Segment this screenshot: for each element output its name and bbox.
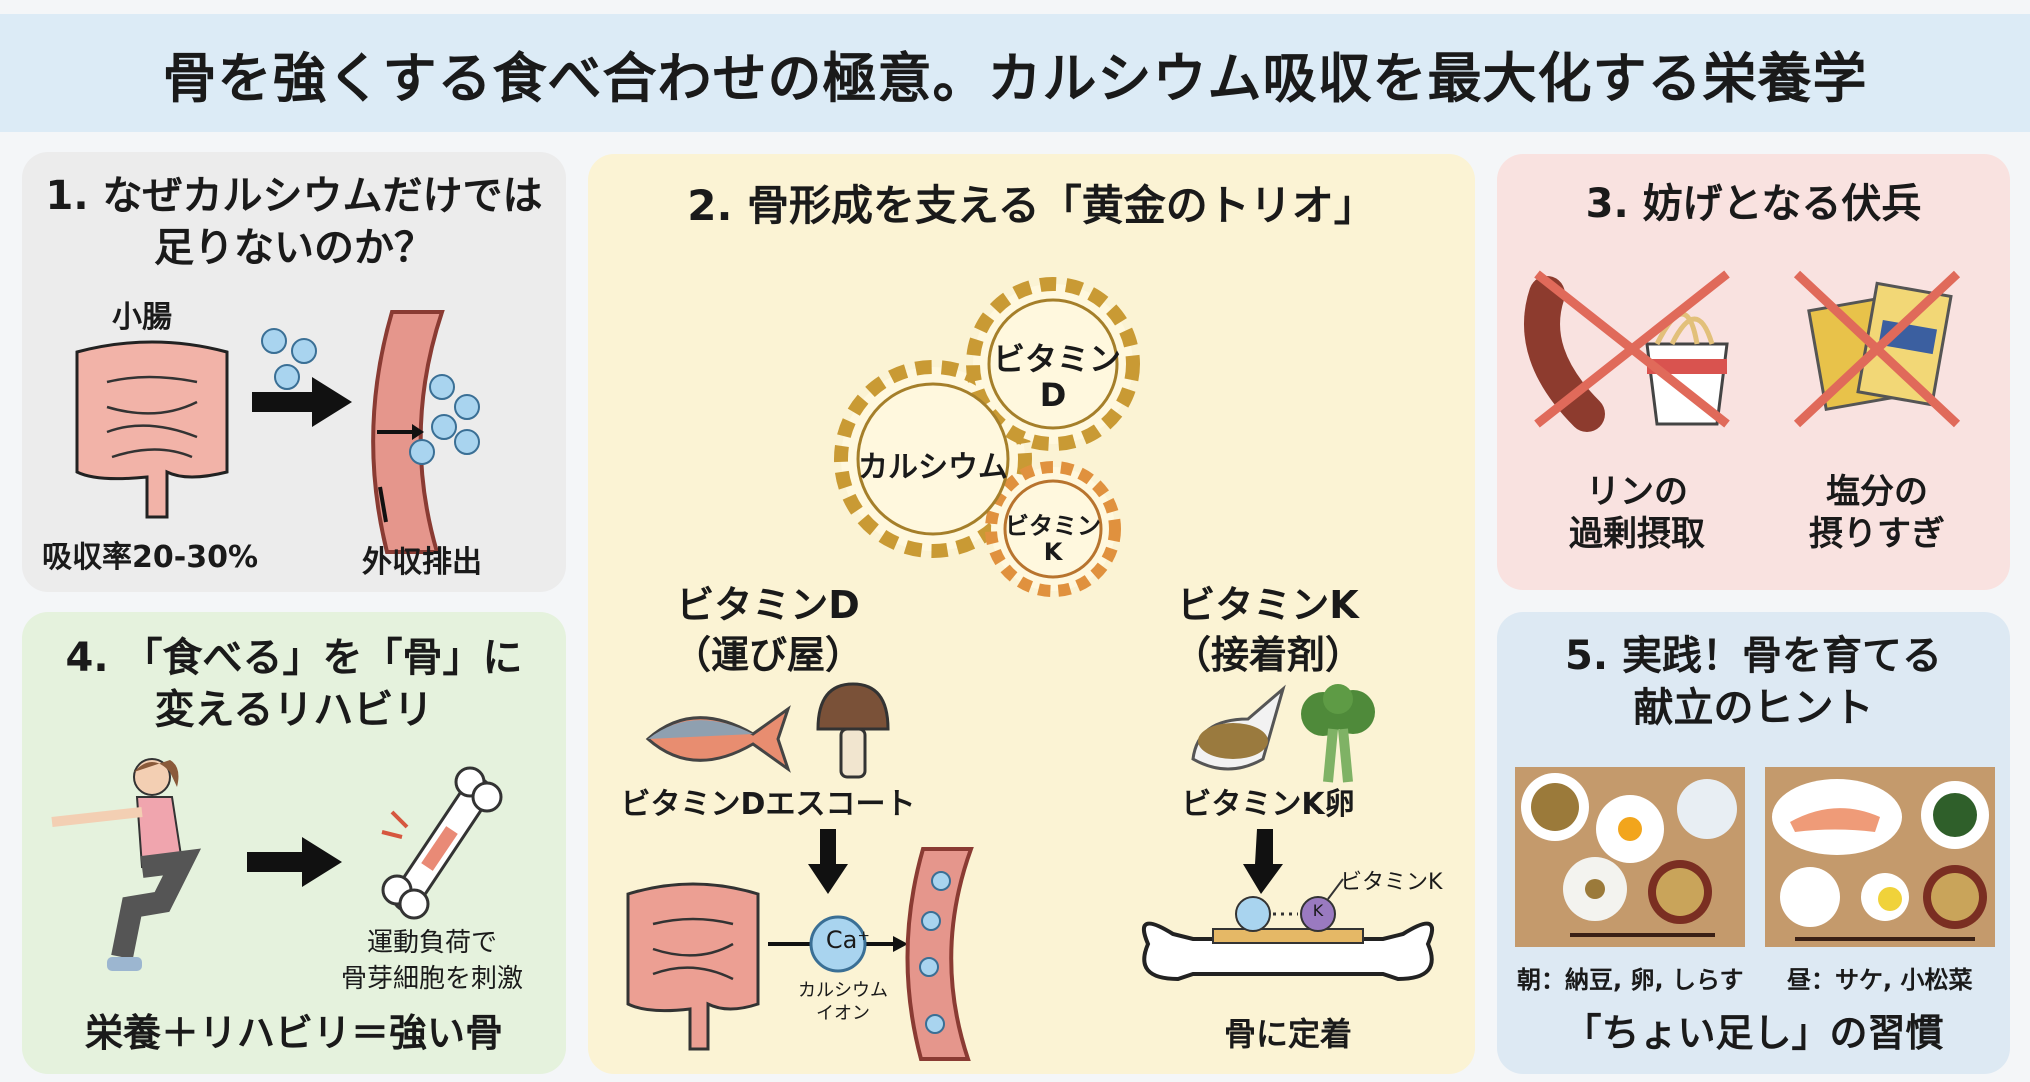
panel3-heading: 3. 妨げとなる伏兵: [1585, 181, 1922, 227]
intestine-icon: [626, 882, 760, 1051]
broccoli-icon: [1301, 684, 1375, 783]
panel1-heading-line2: 足りないのか？: [154, 225, 434, 271]
gear-vitd-line1: ビタミン: [993, 340, 1122, 378]
salt-line2: 摂りすぎ: [1809, 514, 1945, 554]
vitk-title: ビタミンK: [1177, 583, 1359, 627]
breakfast-caption: 朝：納豆, 卵, しらす: [1517, 966, 1744, 994]
panel1-heading-line1: 1. なぜカルシウムだけでは: [45, 173, 543, 219]
gear-vitk-line2: K: [1043, 538, 1063, 566]
sausage-noodle-crossed-icon: [1524, 270, 1730, 432]
gear-calcium-label: カルシウム: [858, 450, 1008, 485]
title-bar: 骨を強くする食べ合わせの極意。カルシウム吸収を最大化する栄養学: [0, 14, 2030, 132]
bone-label: 骨に定着: [1223, 1015, 1352, 1053]
arrow-down-icon: [1243, 829, 1283, 894]
salmon-icon: [645, 705, 791, 773]
panel-hidden-enemies: 3. 妨げとなる伏兵 リンの 過剰摂取 塩分の 摂りすぎ: [1497, 154, 2010, 590]
habit-caption: 「ちょい足し」の習慣: [1563, 1011, 1944, 1055]
excretion-label: 外収排出: [362, 545, 482, 580]
panel4-heading-line2: 変えるリハビリ: [154, 687, 434, 733]
phosphorus-line2: 過剰摂取: [1569, 514, 1705, 554]
vitd-title: ビタミンD: [676, 583, 860, 627]
gear-vitd-line2: D: [1039, 376, 1067, 414]
intestine-label: 小腸: [112, 300, 172, 335]
mushroom-icon: [816, 682, 890, 779]
vitd-role: （運び屋）: [672, 633, 863, 677]
calcium-ion-line1: カルシウム: [798, 980, 888, 1001]
calcium-ions-icon: [261, 328, 480, 523]
bone-icon: [1142, 878, 1434, 982]
vitk-caption: ビタミンK卵: [1181, 787, 1355, 822]
gears-icon: [834, 277, 1140, 597]
squat-person-icon: [51, 758, 202, 971]
ca-ion-label: Ca⁺: [825, 926, 871, 954]
panel-why-calcium: 1. なぜカルシウムだけでは 足りないのか？ 小腸 吸収率20-30% 外収排出: [22, 152, 566, 592]
intestine-icon: [75, 340, 229, 519]
panel5-heading-line2: 献立のヒント: [1633, 685, 1874, 731]
arrow-right-icon: [252, 377, 352, 427]
natto-icon: [1191, 684, 1286, 771]
panel2-heading: 2. 骨形成を支える「黄金のトリオ」: [687, 181, 1376, 230]
rehab-summary: 栄養＋リハビリ＝強い骨: [84, 1011, 503, 1055]
panel-golden-trio: 2. 骨形成を支える「黄金のトリオ」 カルシウム ビタミン D ビタミン K ビ…: [588, 154, 1475, 1074]
arrow-down-icon: [808, 829, 848, 894]
panel5-heading-line1: 5. 実践！骨を育てる: [1565, 633, 1942, 679]
gear-vitk-line1: ビタミン: [1005, 512, 1101, 540]
lunch-photo: [1765, 767, 1995, 947]
rehab-caption-line2: 骨芽細胞を刺激: [340, 964, 523, 994]
k-symbol: K: [1312, 901, 1324, 920]
lunch-caption: 昼：サケ, 小松菜: [1787, 966, 1973, 994]
panel-menu-hints: 5. 実践！骨を育てる 献立のヒント 朝：納豆, 卵, しらす 昼：サケ, 小松…: [1497, 612, 2010, 1074]
rehab-caption-line1: 運動負荷で: [366, 928, 497, 958]
blood-vessel-icon: [905, 847, 974, 1061]
arrow-right-icon: [247, 837, 342, 887]
panel-rehab: 4. 「食べる」を「骨」に 変えるリハビリ 運動負荷で 骨芽細胞を刺激 栄養＋リ…: [22, 612, 566, 1074]
vitk-pointer-label: ビタミンK: [1340, 870, 1443, 895]
vitk-role: （接着剤）: [1172, 633, 1363, 677]
absorption-rate: 吸収率20-30%: [42, 540, 259, 575]
breakfast-photo: [1515, 767, 1745, 947]
bone-icon: [381, 766, 503, 920]
absorption-arrow-icon: [768, 915, 908, 973]
phosphorus-line1: リンの: [1586, 472, 1688, 512]
page-title: 骨を強くする食べ合わせの極意。カルシウム吸収を最大化する栄養学: [162, 46, 1868, 110]
vitd-caption: ビタミンDエスコート: [620, 787, 916, 822]
salt-line1: 塩分の: [1826, 472, 1928, 512]
calcium-ion-line2: イオン: [816, 1003, 870, 1024]
chips-crossed-icon: [1793, 270, 1961, 428]
panel4-heading-line1: 4. 「食べる」を「骨」に: [65, 635, 523, 681]
